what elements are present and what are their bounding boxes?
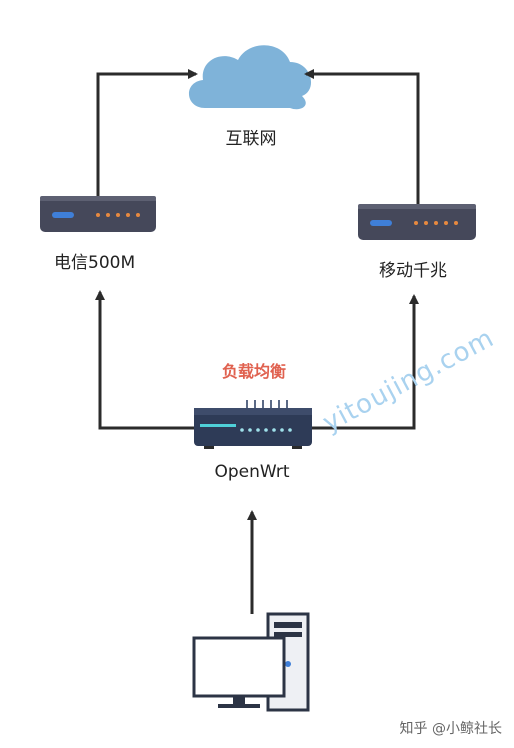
- openwrt-router-icon: [194, 400, 312, 449]
- arrow-mobile-to-internet: [304, 69, 420, 204]
- load-balance-label: 负载均衡: [221, 362, 287, 381]
- desktop-computer-icon: [192, 612, 310, 712]
- arrow-router-to-mobile: [312, 294, 419, 430]
- modem-mobile-icon: [358, 204, 476, 240]
- openwrt-label: OpenWrt: [214, 462, 290, 482]
- arrow-telecom-to-internet: [96, 69, 198, 196]
- isp-mobile-label: 移动千兆: [379, 261, 447, 281]
- isp-telecom-label: 电信500M: [54, 253, 136, 273]
- arrow-router-to-telecom: [95, 290, 194, 430]
- cloud-icon: [188, 45, 312, 110]
- internet-label: 互联网: [225, 129, 277, 149]
- author-credit: 知乎 @小鲸社长: [399, 721, 502, 737]
- modem-telecom-icon: [40, 196, 156, 232]
